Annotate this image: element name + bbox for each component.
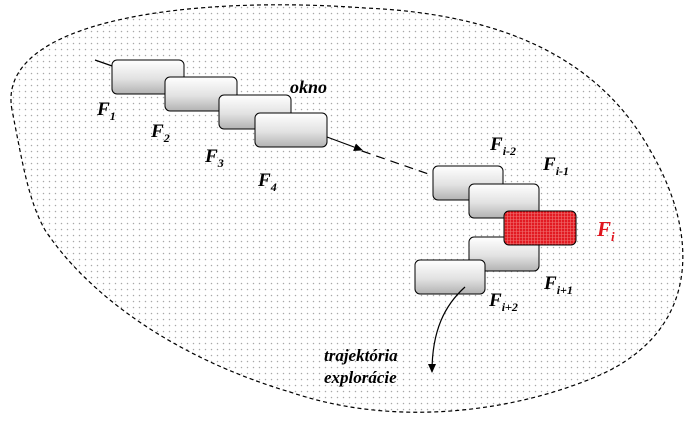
label-f2: F2: [150, 121, 170, 145]
label-fi-1: Fi-1: [542, 154, 569, 178]
label-f3: F3: [204, 146, 224, 170]
label-okno: okno: [290, 77, 327, 97]
trajectory-dashed-line: [361, 150, 441, 179]
label-f1: F1: [96, 99, 116, 123]
frame-fi+2: [414, 259, 486, 295]
label-f4: F4: [257, 170, 277, 194]
frame-f4: [254, 112, 328, 148]
trajectory-arrow: [326, 136, 363, 151]
label-fi: Fi: [596, 217, 615, 244]
label-fi+1: Fi+1: [543, 273, 573, 297]
label-fi-2: Fi-2: [489, 134, 516, 158]
trajectory-exploration-arrow: [428, 286, 466, 373]
label-trajectory-line2: explorácie: [324, 368, 397, 387]
frame-fi: [503, 210, 577, 246]
label-fi+2: Fi+2: [488, 290, 518, 314]
label-trajectory-line1: trajektória: [324, 346, 398, 365]
